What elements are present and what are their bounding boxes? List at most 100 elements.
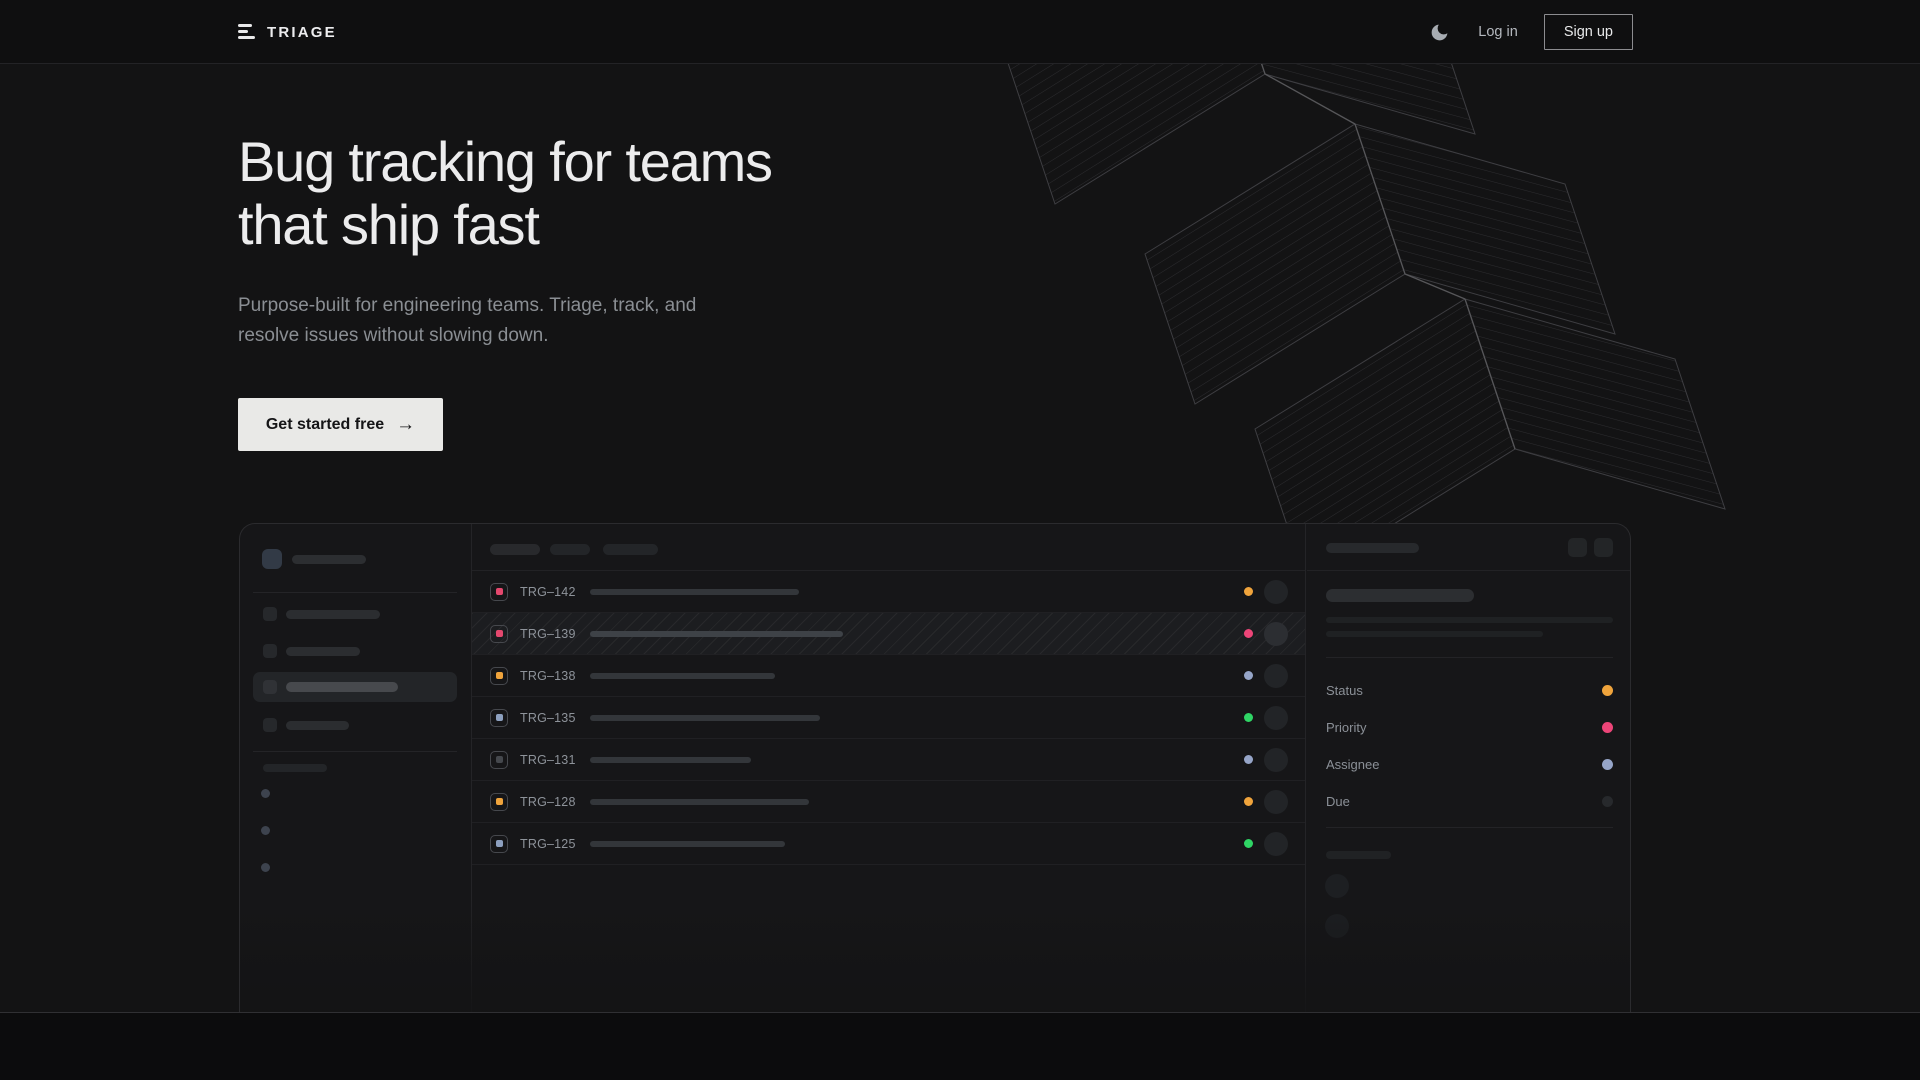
top-nav: TRIAGE Log in Sign up [0, 0, 1920, 64]
issue-id: TRG–135 [520, 710, 576, 725]
sidebar-item-label-placeholder [286, 720, 349, 730]
issue-field[interactable]: Due [1326, 783, 1613, 820]
issue-id: TRG–142 [520, 584, 576, 599]
issue-row[interactable]: TRG–139 [472, 613, 1305, 655]
status-dot [1244, 587, 1253, 596]
issue-id: TRG–128 [520, 794, 576, 809]
activity-avatar [1325, 914, 1349, 938]
theme-toggle-button[interactable] [1426, 19, 1452, 45]
issue-field[interactable]: Assignee [1326, 746, 1613, 783]
mockup-sidebar [240, 524, 471, 1012]
issue-id: TRG–131 [520, 752, 576, 767]
sidebar-bullet [261, 826, 270, 835]
activity-avatar [1325, 874, 1349, 898]
triage-bars-icon [238, 23, 256, 41]
assignee-avatar [1264, 579, 1288, 604]
issue-row[interactable]: TRG–135 [472, 697, 1305, 739]
sidebar-item-selected[interactable] [253, 672, 457, 702]
issue-id: TRG–125 [520, 836, 576, 851]
sidebar-divider [253, 751, 457, 752]
issue-title-placeholder [590, 672, 775, 679]
sidebar-item-icon [263, 718, 277, 732]
issue-id: TRG–138 [520, 668, 576, 683]
login-button[interactable]: Log in [1478, 24, 1518, 40]
sidebar-item-icon [263, 644, 277, 658]
issue-row[interactable]: TRG–128 [472, 781, 1305, 823]
moon-icon [1431, 24, 1448, 40]
panel-action-button[interactable] [1594, 538, 1613, 557]
panel-divider [1326, 827, 1613, 828]
next-section-strip [0, 1014, 1920, 1080]
issue-rows: TRG–142 TRG–139 TRG–138 TRG–135 TRG–131 … [472, 571, 1305, 865]
issue-row[interactable]: TRG–142 [472, 571, 1305, 613]
get-started-button[interactable]: Get started free → [238, 398, 443, 451]
assignee-avatar [1264, 663, 1288, 688]
workspace-name-placeholder [292, 554, 366, 564]
issue-list: TRG–142 TRG–139 TRG–138 TRG–135 TRG–131 … [471, 524, 1306, 1012]
sidebar-item[interactable] [253, 636, 457, 666]
status-dot [1244, 671, 1253, 680]
sidebar-divider [253, 592, 457, 593]
severity-icon [490, 792, 508, 811]
sidebar-item[interactable] [253, 710, 457, 740]
issue-title-placeholder [590, 798, 809, 805]
sidebar-item[interactable] [253, 599, 457, 629]
issue-field[interactable]: Status [1326, 672, 1613, 709]
issue-detail-panel: Status Priority Assignee Due [1307, 524, 1630, 1012]
brand-name: TRIAGE [267, 23, 337, 41]
workspace-switcher[interactable] [262, 549, 366, 569]
status-dot [1244, 755, 1253, 764]
field-label: Status [1326, 683, 1363, 698]
status-dot [1244, 839, 1253, 848]
field-value-dot [1602, 759, 1613, 770]
assignee-avatar [1264, 747, 1288, 772]
panel-action-button[interactable] [1568, 538, 1587, 557]
assignee-avatar [1264, 705, 1288, 730]
sidebar-item-label-placeholder [286, 609, 380, 619]
cta-label: Get started free [265, 415, 385, 433]
description-line-placeholder [1326, 617, 1613, 623]
issue-field[interactable]: Priority [1326, 709, 1613, 746]
status-dot [1244, 797, 1253, 806]
severity-icon [490, 582, 508, 601]
activity-label-placeholder [1326, 851, 1391, 859]
assignee-avatar [1264, 621, 1288, 646]
severity-icon [490, 666, 508, 685]
list-tab-placeholder[interactable] [603, 544, 658, 555]
brand[interactable]: TRIAGE [238, 0, 337, 64]
field-value-dot [1602, 685, 1613, 696]
panel-title-placeholder [1326, 543, 1419, 553]
field-value-dot [1602, 722, 1613, 733]
list-tab-placeholder[interactable] [490, 544, 540, 555]
issue-row[interactable]: TRG–131 [472, 739, 1305, 781]
assignee-avatar [1264, 831, 1288, 856]
severity-icon [490, 624, 508, 643]
description-line-placeholder [1326, 631, 1543, 637]
hero-subtitle: Purpose-built for engineering teams. Tri… [238, 295, 697, 346]
issue-row[interactable]: TRG–125 [472, 823, 1305, 865]
issue-title-placeholder [590, 630, 843, 637]
issue-list-header [472, 524, 1305, 571]
workspace-avatar [262, 549, 282, 569]
sidebar-bullet [261, 863, 270, 872]
arrow-right-icon: → [396, 414, 416, 435]
issue-title-placeholder [590, 588, 799, 595]
list-tab-placeholder[interactable] [550, 544, 590, 555]
issue-fields: Status Priority Assignee Due [1326, 672, 1613, 820]
sidebar-section-label-placeholder [263, 764, 327, 772]
sidebar-item-label-placeholder [286, 682, 398, 692]
issue-id: TRG–139 [520, 626, 576, 641]
field-value-dot [1602, 796, 1613, 807]
signup-button[interactable]: Sign up [1543, 14, 1633, 50]
sidebar-bullet [261, 789, 270, 798]
field-label: Priority [1326, 720, 1367, 735]
issue-title-placeholder [590, 756, 751, 763]
wireframe-ribbon-decoration [1007, 64, 1726, 534]
app-mockup-card: TRG–142 TRG–139 TRG–138 TRG–135 TRG–131 … [239, 523, 1631, 1012]
issue-title-placeholder [590, 714, 820, 721]
issue-row[interactable]: TRG–138 [472, 655, 1305, 697]
issue-title-placeholder [590, 840, 785, 847]
